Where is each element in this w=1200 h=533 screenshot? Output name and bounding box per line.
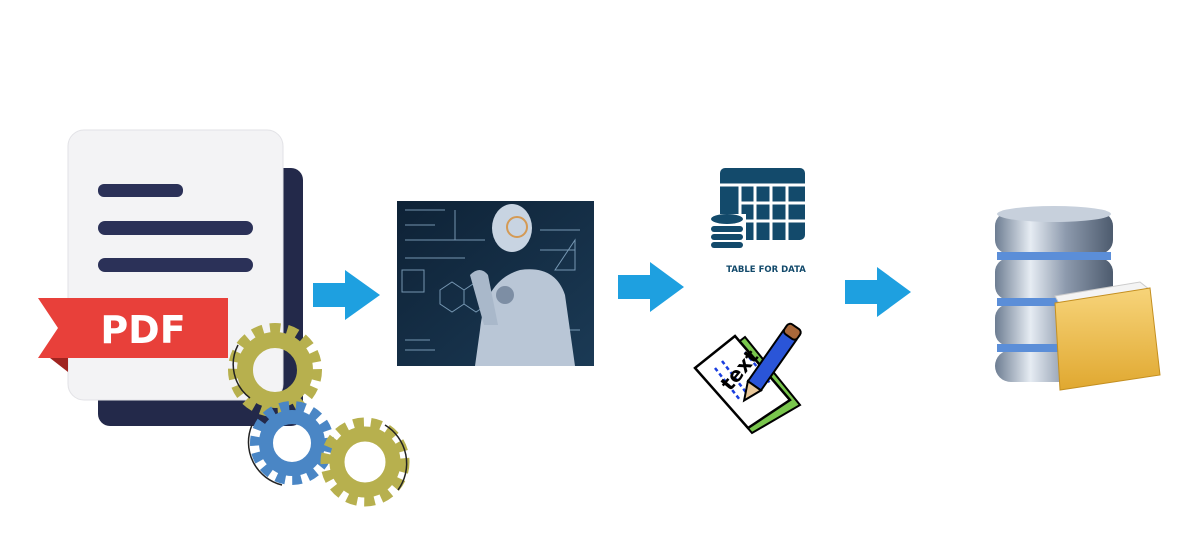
arrow-right-icon bbox=[618, 262, 684, 312]
arrow-right-icon bbox=[845, 267, 911, 317]
arrow-right-icon bbox=[313, 270, 380, 320]
pdf-label: PDF bbox=[100, 308, 185, 352]
table-database-icon bbox=[708, 168, 805, 250]
gears-icon bbox=[228, 323, 410, 507]
database-folder-icon bbox=[995, 206, 1161, 391]
text-edit-icon: text bbox=[693, 322, 802, 435]
pdf-document-icon: PDF bbox=[38, 129, 303, 426]
table-caption: TABLE FOR DATA bbox=[726, 265, 806, 275]
ai-robot-image bbox=[397, 201, 594, 366]
pdf-ribbon: PDF bbox=[38, 298, 228, 372]
